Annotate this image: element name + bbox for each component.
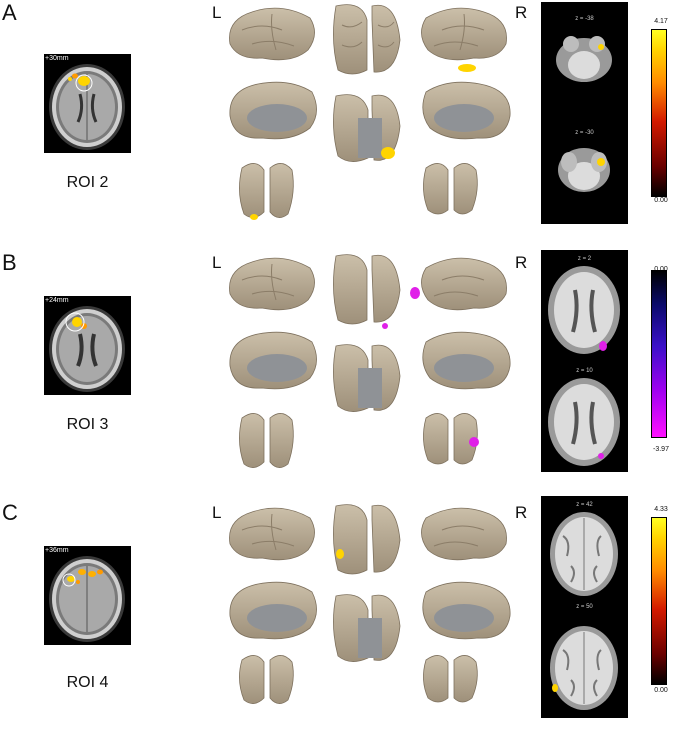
- panel-letter: B: [2, 250, 17, 275]
- slice-z-label: z = -38: [575, 16, 594, 22]
- roi-circle: [62, 573, 76, 587]
- slice-z-label: z = 2: [577, 256, 592, 262]
- axial-slice-strip: z = -38 z = -30: [541, 2, 628, 224]
- activation-blob: [552, 684, 558, 692]
- colorbar-max-label: 4.17: [654, 18, 668, 25]
- left-hemisphere-label: L: [212, 253, 222, 272]
- surface-brain-views: [222, 500, 522, 735]
- surface-brain-views: [222, 0, 522, 235]
- panel-letter: A: [2, 0, 17, 25]
- slice-z-label: z = 42: [576, 502, 593, 508]
- panel-letter: C: [2, 500, 18, 525]
- slice-z-label: z = 10: [576, 368, 593, 374]
- activation-blob: [410, 287, 420, 299]
- activation-blob: [381, 147, 395, 159]
- activation-blob: [597, 158, 605, 166]
- panel-c: C L R +36mm ROI 4: [0, 496, 685, 738]
- activation-blob: [72, 317, 82, 327]
- slice-mm-label: +36mm: [45, 547, 69, 554]
- axial-slice-strip: z = 2 z = 10: [541, 250, 628, 472]
- colorbar: [651, 29, 667, 197]
- panel-b: B L R +24mm ROI 3: [0, 250, 685, 488]
- colorbar: [651, 270, 667, 438]
- roi-axial-slice: +36mm: [44, 546, 131, 645]
- activation-blob: [598, 453, 604, 459]
- colorbar-min-label: -3.97: [653, 446, 669, 453]
- roi-label: ROI 2: [66, 174, 109, 191]
- slice-mm-label: +24mm: [45, 297, 69, 304]
- panel-a: A L R +30mm ROI 2: [0, 0, 685, 238]
- activation-blob: [250, 214, 258, 220]
- activation-blob: [336, 549, 344, 559]
- activation-blob: [382, 323, 388, 329]
- roi-axial-slice: +24mm: [44, 296, 131, 395]
- colorbar-max-label: 0.00: [646, 266, 676, 273]
- roi-axial-slice: +30mm: [44, 54, 131, 153]
- surface-brain-views: [222, 250, 522, 485]
- slice-z-label: z = -30: [575, 130, 594, 136]
- axial-slice-strip: z = 42 z = 50: [541, 496, 628, 718]
- slice-z-label: z = 50: [576, 604, 593, 610]
- slice-mm-label: +30mm: [45, 55, 69, 62]
- colorbar-min-label: 0.00: [654, 687, 668, 694]
- roi-circle: [75, 74, 93, 92]
- roi-label: ROI 3: [66, 416, 109, 433]
- colorbar-max-label: 4.33: [654, 506, 668, 513]
- left-hemisphere-label: L: [212, 503, 222, 522]
- colorbar-min-label: 0.00: [654, 197, 668, 204]
- activation-blob: [469, 437, 479, 447]
- right-hemisphere-label: R: [515, 3, 528, 22]
- colorbar: [651, 517, 667, 685]
- activation-blob: [67, 576, 75, 582]
- right-hemisphere-label: R: [515, 503, 528, 522]
- roi-label: ROI 4: [66, 674, 109, 691]
- activation-blob: [599, 341, 607, 351]
- activation-blob: [78, 76, 90, 86]
- right-hemisphere-label: R: [515, 253, 528, 272]
- activation-blob: [598, 44, 604, 50]
- activation-blob: [458, 64, 476, 72]
- left-hemisphere-label: L: [212, 3, 222, 22]
- roi-circle: [65, 312, 85, 332]
